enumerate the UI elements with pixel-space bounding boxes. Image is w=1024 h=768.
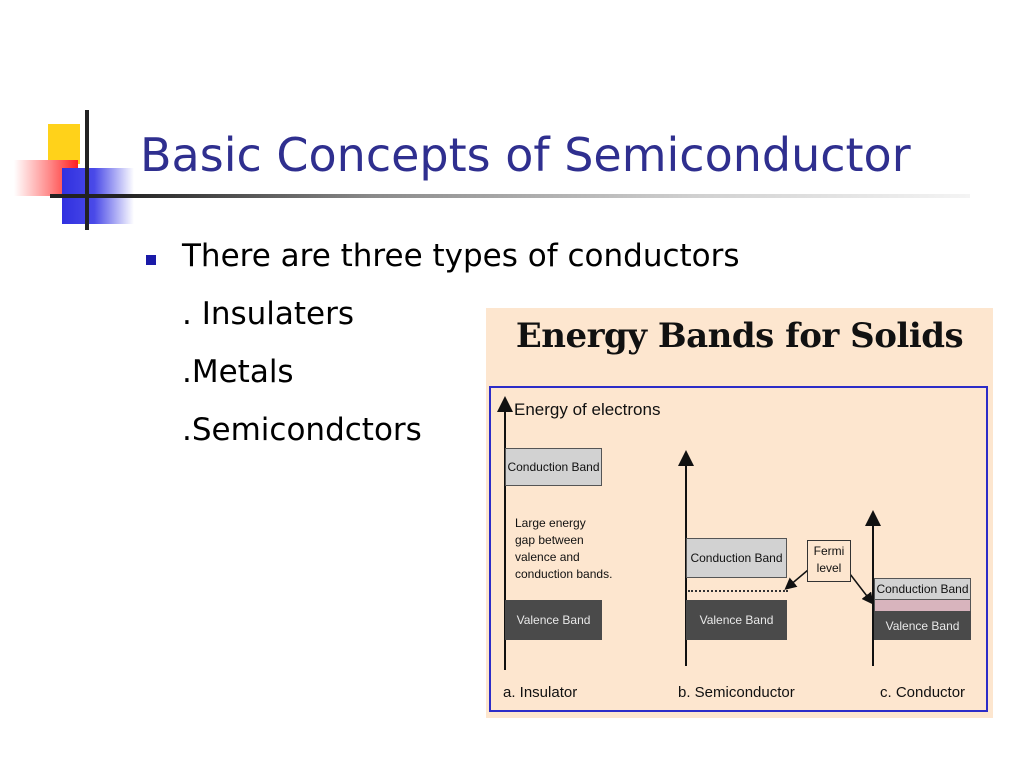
band-diagram-arrows xyxy=(497,396,881,670)
insulator-caption: a. Insulator xyxy=(503,684,578,701)
conductor-conduction-band: Conduction Band xyxy=(874,578,971,600)
fermi-arrow-left xyxy=(784,569,809,590)
energy-bands-figure: Energy Bands for Solids Energy of electr… xyxy=(486,308,993,718)
semiconductor-valence-band: Valence Band xyxy=(686,600,787,640)
bullet-square-icon xyxy=(146,255,156,265)
figure-title: Energy Bands for Solids xyxy=(515,316,964,356)
fermi-level-label: Fermi level xyxy=(807,540,851,582)
decorative-vertical-line xyxy=(85,110,89,230)
figure-frame xyxy=(489,386,988,712)
bullet-text: There are three types of conductors xyxy=(182,238,740,274)
list-item-semiconductors: .Semicondctors xyxy=(182,412,422,448)
list-item-metals: .Metals xyxy=(182,354,294,390)
list-item-insulators: . Insulaters xyxy=(182,296,355,332)
conductor-caption: c. Conductor xyxy=(880,684,966,701)
title-underline xyxy=(50,194,970,198)
semiconductor-conduction-band: Conduction Band xyxy=(686,538,787,578)
insulator-conduction-band: Conduction Band xyxy=(505,448,602,486)
conductor-valence-band: Valence Band xyxy=(874,611,971,640)
fermi-level-dotted-line xyxy=(688,590,788,592)
slide-title: Basic Concepts of Semiconductor xyxy=(140,128,911,182)
fermi-level-text: Fermi level xyxy=(813,544,845,575)
conductor-band-overlap xyxy=(874,600,971,611)
insulator-valence-band: Valence Band xyxy=(505,600,602,640)
energy-gap-note: Large energy gap between valence and con… xyxy=(515,516,613,581)
fermi-arrow-right xyxy=(849,573,874,605)
semiconductor-caption: b. Semiconductor xyxy=(678,684,795,701)
energy-axis-label: Energy of electrons xyxy=(514,400,661,419)
decorative-yellow-square xyxy=(48,124,80,164)
